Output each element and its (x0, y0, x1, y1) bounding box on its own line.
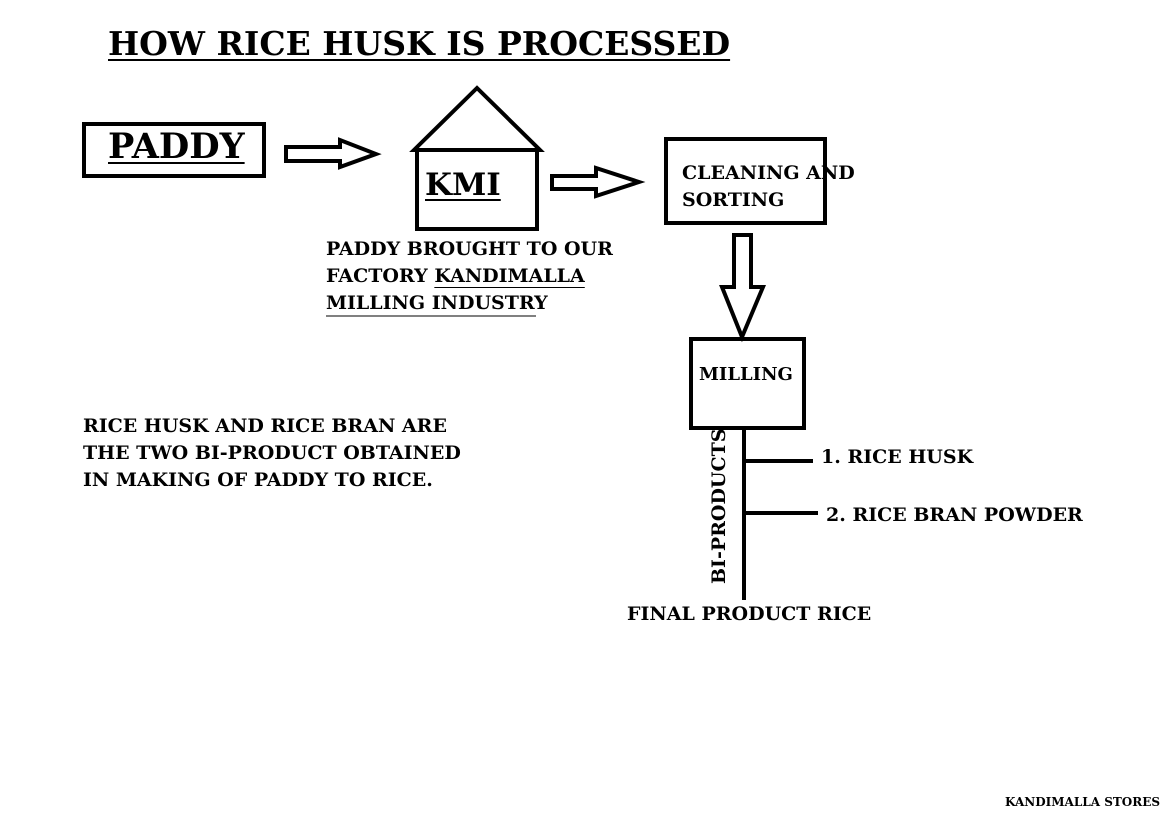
cleaning-label-line1: CLEANING AND (682, 162, 855, 184)
kmi-roof (409, 85, 545, 152)
milling-box (689, 337, 806, 430)
side-note-line1: RICE HUSK AND RICE BRAN ARE (83, 415, 447, 437)
factory-note-line2-prefix: FACTORY (326, 265, 435, 287)
paddy-label: PADDY (108, 126, 245, 167)
kmi-box (415, 148, 539, 231)
byproduct-side-note: RICE HUSK AND RICE BRAN ARE THE TWO BI-P… (83, 413, 461, 494)
cleaning-label-line2: SORTING (682, 189, 785, 211)
side-note-line2: THE TWO BI-PRODUCT OBTAINED (83, 442, 461, 464)
final-product-label: FINAL PRODUCT RICE (627, 603, 872, 625)
factory-note-line3: MILLING INDUSTRY (326, 292, 548, 314)
footer-brand: KANDIMALLA STORES (1005, 795, 1161, 809)
side-note-line3: IN MAKING OF PADDY TO RICE. (83, 469, 433, 491)
byproduct-rice-bran: 2. RICE BRAN POWDER (826, 504, 1083, 526)
cleaning-label: CLEANING AND SORTING (682, 160, 855, 214)
milling-label: MILLING (699, 364, 793, 385)
paddy-box (82, 122, 266, 178)
factory-note: PADDY BROUGHT TO OUR FACTORY KANDIMALLA … (326, 236, 613, 317)
byproduct-rice-husk: 1. RICE HUSK (821, 446, 974, 468)
arrow-paddy-to-kmi (284, 137, 382, 170)
factory-note-company: KANDIMALLA (434, 265, 585, 287)
factory-note-line1: PADDY BROUGHT TO OUR (326, 238, 613, 260)
byproducts-label: BI-PRODUCTS (708, 428, 730, 585)
cleaning-box (664, 137, 827, 225)
kmi-label: KMI (425, 167, 501, 203)
arrow-kmi-to-cleaning (550, 165, 646, 199)
factory-note-line2: FACTORY KANDIMALLA (326, 263, 613, 290)
page-title: HOW RICE HUSK IS PROCESSED (108, 24, 731, 63)
arrow-cleaning-to-milling (719, 233, 767, 343)
